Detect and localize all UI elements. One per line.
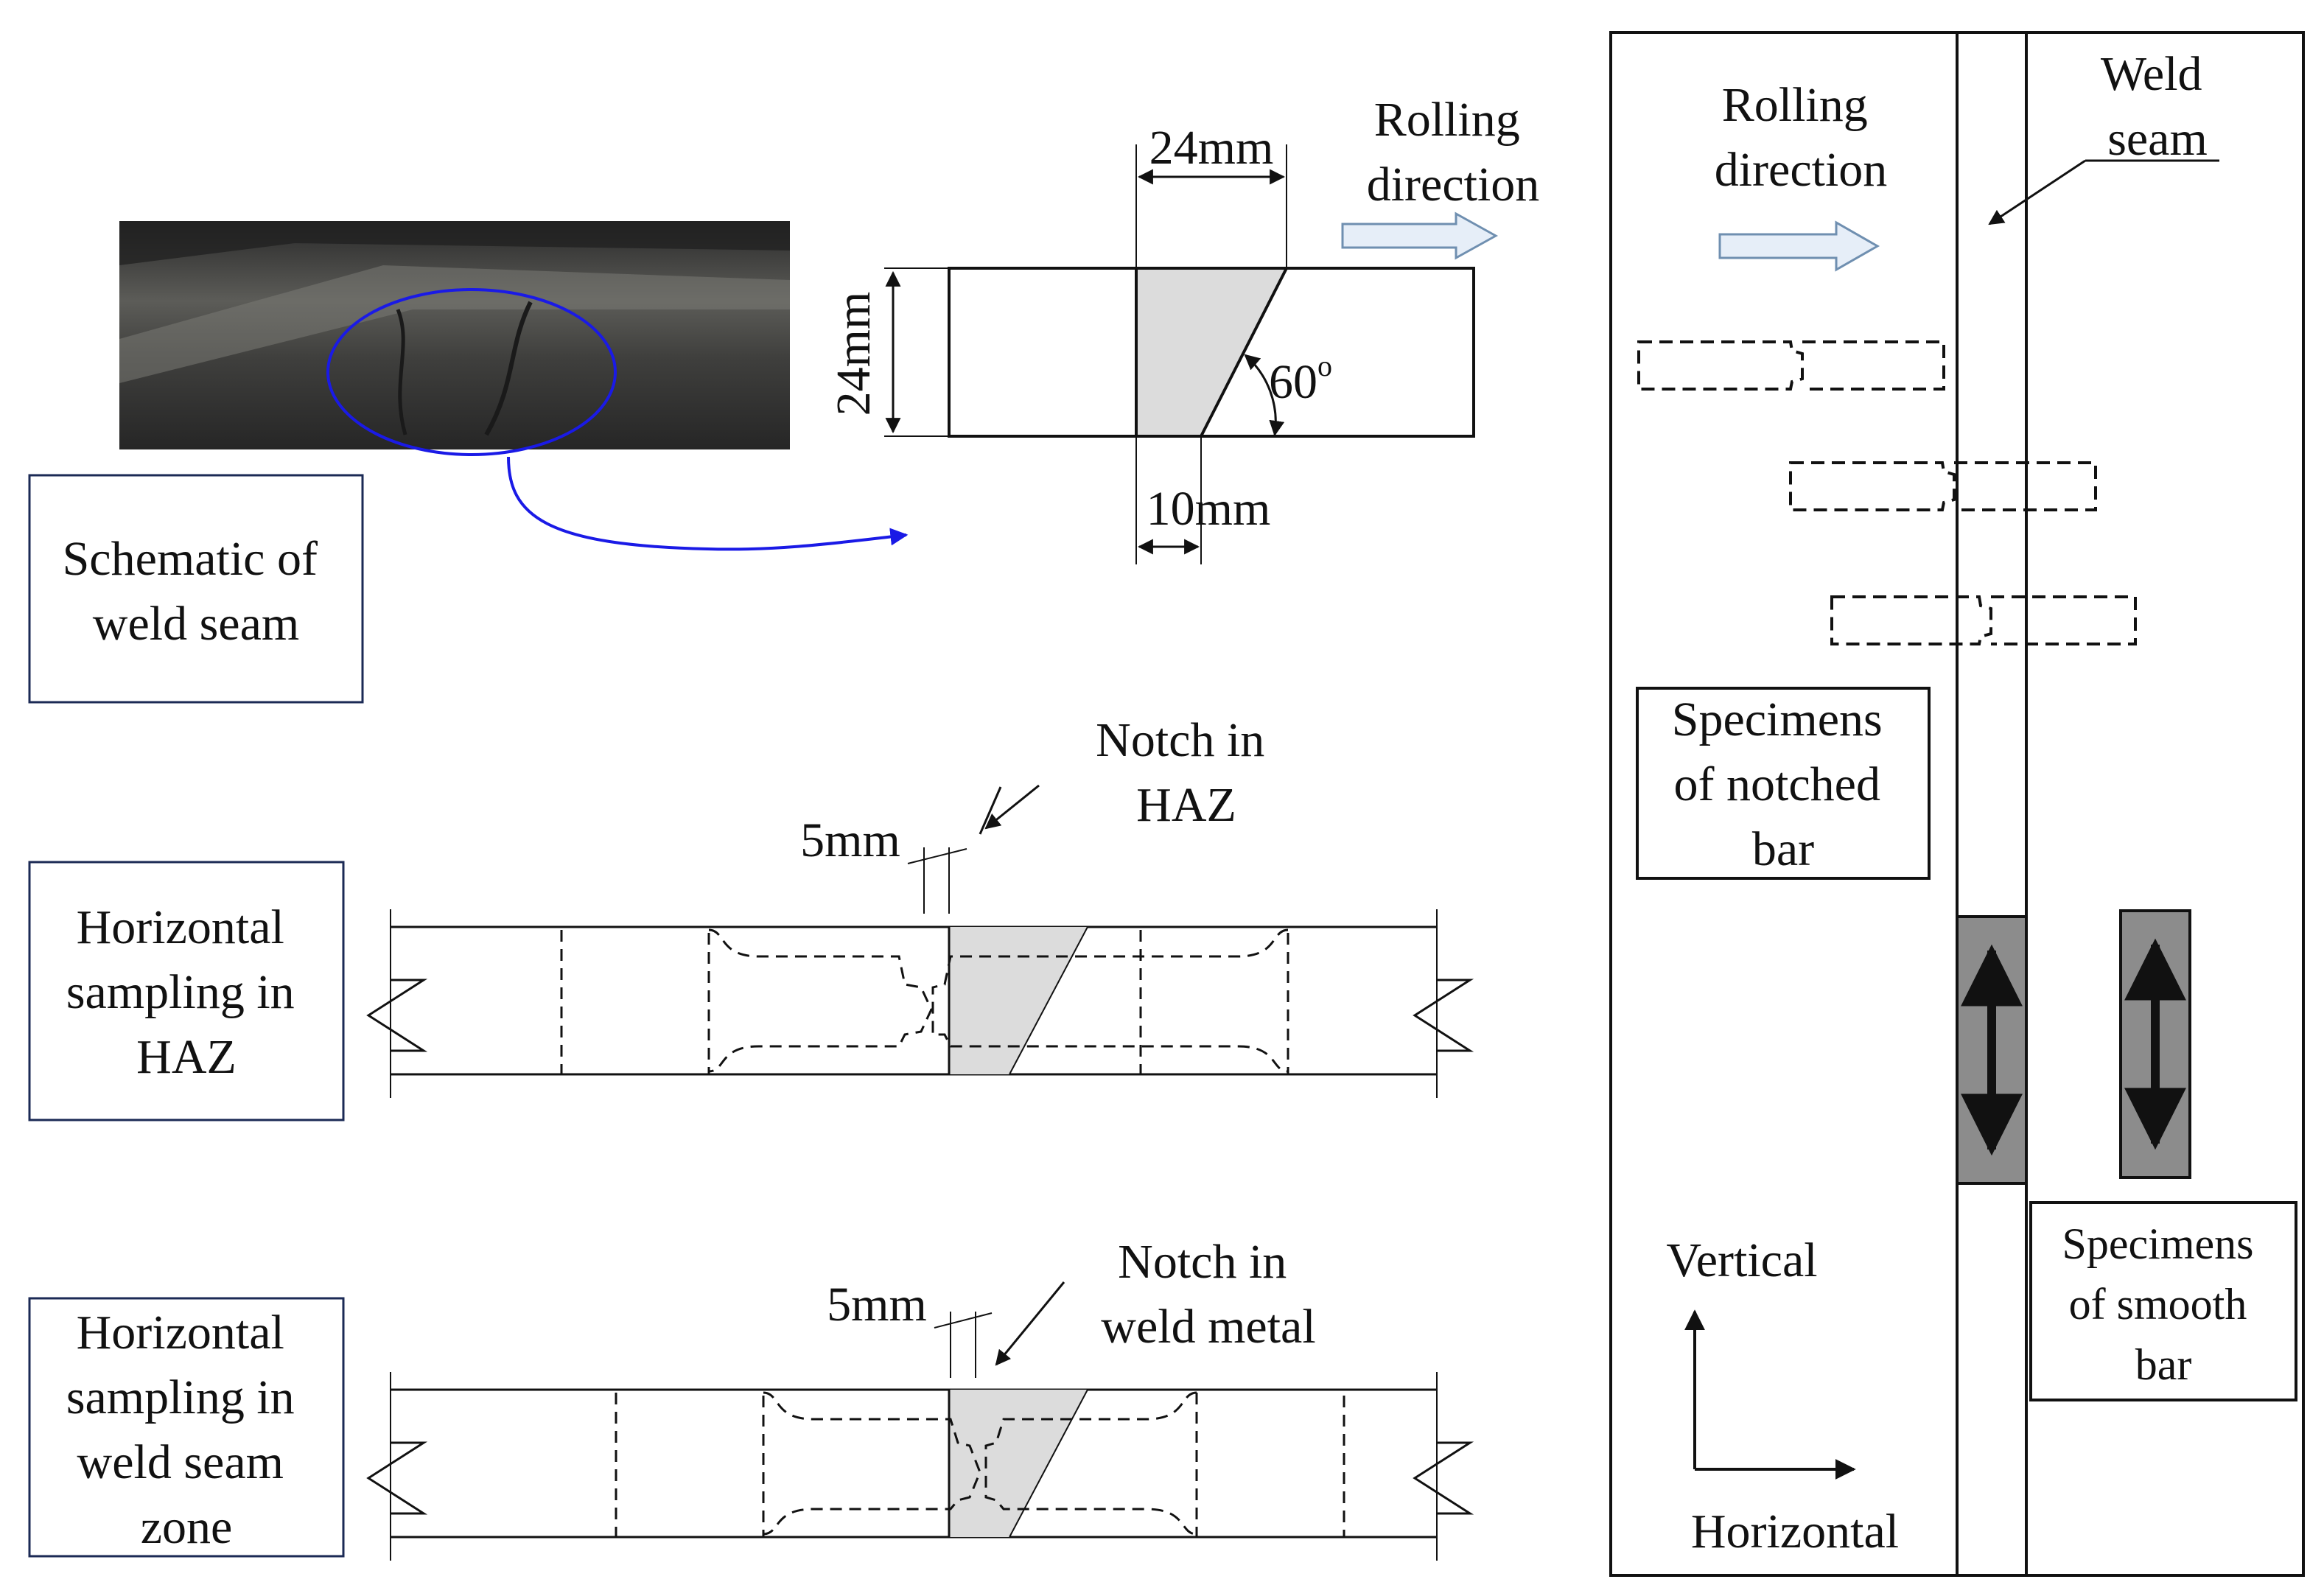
bevel-angle: 60o xyxy=(1269,349,1332,409)
notched-specimens xyxy=(1637,340,2137,645)
vertical-axis-label: Vertical xyxy=(1666,1233,1817,1287)
notched-specimen-3 xyxy=(1830,595,2137,645)
smooth-specimens-label-box: Specimens of smooth bar xyxy=(2029,1201,2297,1401)
weld-seam-pointer xyxy=(1988,159,2219,225)
notched-specimens-label-box: Specimens of notched bar xyxy=(1636,687,1931,880)
orientation-axes xyxy=(1684,1309,1856,1480)
notch-offset-haz: 5mm xyxy=(800,813,900,867)
rolling-direction-label-right: Rolling direction xyxy=(1715,78,1888,197)
horizontal-haz-label-box: Horizontal sampling in HAZ xyxy=(28,861,345,1121)
horizontal-axis-label: Horizontal xyxy=(1691,1505,1899,1558)
rolling-direction-label-left: Rolling direction xyxy=(1367,93,1540,211)
weld-photo xyxy=(119,221,909,551)
svg-text:Specimens of notched: Specimens of notched bar xyxy=(1672,693,1894,876)
schematic-label-box: Schematic of weld seam xyxy=(28,474,364,704)
weld-metal-sampling-strip xyxy=(366,1281,1474,1561)
weld-highlight-ellipse xyxy=(326,288,617,456)
svg-text:Horizontal sampling in: Horizontal sampling in weld seam zone xyxy=(66,1306,307,1554)
svg-text:Schematic of weld seam: Schematic of weld seam xyxy=(63,532,330,651)
height-dimension: 24mm xyxy=(827,292,881,416)
weld-seam-label: Weld seam xyxy=(2101,47,2214,166)
smooth-specimen-1 xyxy=(1956,915,2028,1185)
notch-haz-label: Notch in HAZ xyxy=(1096,713,1277,832)
haz-sampling-strip xyxy=(366,784,1474,1098)
highlight-pointer-arrow xyxy=(507,456,909,551)
svg-text:Horizontal sampling in: Horizontal sampling in HAZ xyxy=(66,900,307,1084)
top-width-dimension: 24mm xyxy=(1149,121,1274,175)
smooth-specimen-2 xyxy=(2119,909,2191,1179)
horizontal-weld-label-box: Horizontal sampling in weld seam zone xyxy=(28,1297,345,1558)
weld-cross-section xyxy=(884,144,1475,564)
notch-offset-weld: 5mm xyxy=(827,1278,927,1331)
notched-specimen-2 xyxy=(1789,461,2097,511)
notch-weld-metal-label: Notch in weld metal xyxy=(1101,1235,1315,1354)
rolling-direction-arrow-left xyxy=(1341,211,1499,260)
root-width-dimension: 10mm xyxy=(1147,482,1271,536)
svg-text:Specimens of smooth: Specimens of smooth bar xyxy=(2062,1219,2265,1389)
notched-specimen-1 xyxy=(1637,340,1945,391)
rolling-direction-arrow-right xyxy=(1718,220,1880,272)
